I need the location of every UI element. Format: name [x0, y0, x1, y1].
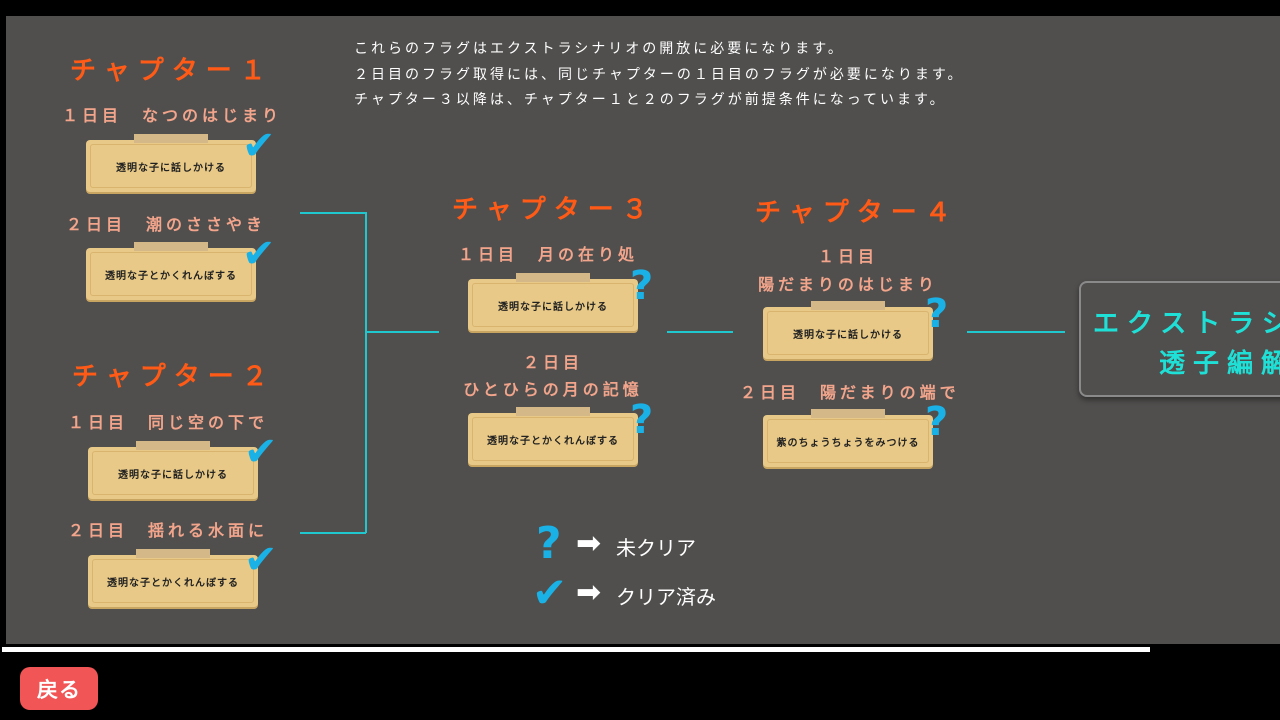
flag-chart-panel: これらのフラグはエクストラシナリオの開放に必要になります。 ２日目のフラグ取得に… — [6, 16, 1280, 644]
question-icon: ? — [536, 518, 562, 569]
chapter4-day1-label: １日目 — [817, 247, 878, 266]
question-icon: ? — [630, 263, 654, 309]
question-icon: ? — [630, 397, 654, 443]
info-text-1: これらのフラグはエクストラシナリオの開放に必要になります。 — [354, 41, 845, 57]
legend-cleared: クリア済み — [616, 585, 716, 609]
chapter1-day2-flag[interactable]: 透明な子とかくれんぼする — [86, 242, 256, 300]
info-text-3: チャプター３以降は、チャプター１と２のフラグが前提条件になっています。 — [354, 92, 947, 108]
chapter4-day1-subtitle: 陽だまりのはじまり — [758, 275, 938, 294]
chapter2-title: チャプター２ — [72, 362, 276, 392]
extra-title-line1: エクストラシ — [1093, 309, 1280, 339]
chapter4-day2-label: ２日目 陽だまりの端で — [740, 383, 960, 402]
legend-uncleared: 未クリア — [616, 536, 696, 560]
back-button[interactable]: 戻る — [20, 667, 98, 710]
horizontal-scrollbar[interactable] — [2, 647, 1150, 652]
connector — [300, 212, 366, 214]
extra-title-line2: 透子編解 — [1159, 349, 1280, 379]
chapter4-day1-flag[interactable]: 透明な子に話しかける — [763, 301, 933, 359]
connector — [667, 331, 733, 333]
check-icon: ✔ — [244, 429, 278, 475]
chapter2-day2-label: ２日目 揺れる水面に — [68, 521, 269, 540]
chapter3-day1-label: １日目 月の在り処 — [458, 245, 639, 264]
check-icon: ✔ — [242, 123, 276, 169]
check-icon: ✔ — [242, 231, 276, 277]
connector — [300, 532, 366, 534]
chapter2-day1-label: １日目 同じ空の下で — [68, 413, 269, 432]
chapter3-day2-label: ２日目 — [522, 353, 583, 372]
chapter1-day1-flag[interactable]: 透明な子に話しかける — [86, 134, 256, 192]
connector — [967, 331, 1065, 333]
extra-scenario-box[interactable]: エクストラシ 透子編解 — [1079, 281, 1280, 397]
chapter2-day2-flag[interactable]: 透明な子とかくれんぼする — [88, 549, 258, 607]
chapter1-day2-label: ２日目 潮のささやき — [66, 215, 267, 234]
info-text-2: ２日目のフラグ取得には、同じチャプターの１日目のフラグが必要になります。 — [354, 67, 965, 83]
check-icon: ✔ — [532, 568, 568, 617]
chapter4-day2-flag[interactable]: 紫のちょうちょうをみつける — [763, 409, 933, 467]
question-icon: ? — [925, 399, 949, 445]
connector — [365, 212, 367, 533]
chapter3-title: チャプター３ — [452, 195, 656, 225]
chapter1-title: チャプター１ — [70, 56, 274, 86]
check-icon: ✔ — [244, 537, 278, 583]
chapter3-day2-flag[interactable]: 透明な子とかくれんぼする — [468, 407, 638, 465]
question-icon: ? — [925, 291, 949, 337]
arrow-icon: ➡ — [576, 575, 602, 610]
chapter3-day2-subtitle: ひとひらの月の記憶 — [463, 380, 643, 399]
chapter1-day1-label: １日目 なつのはじまり — [62, 106, 283, 125]
chapter4-title: チャプター４ — [755, 198, 959, 228]
chapter2-day1-flag[interactable]: 透明な子に話しかける — [88, 441, 258, 499]
arrow-icon: ➡ — [576, 526, 602, 561]
chapter3-day1-flag[interactable]: 透明な子に話しかける — [468, 273, 638, 331]
connector — [366, 331, 439, 333]
